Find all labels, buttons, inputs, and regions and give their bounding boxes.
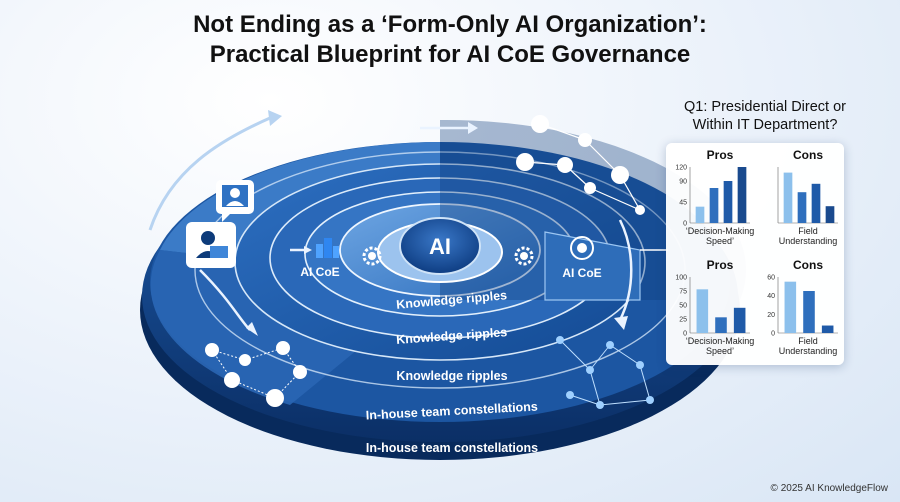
user-laptop-icon — [186, 222, 236, 268]
chart-2-category-line-0: ‘Decision-Making — [686, 336, 755, 346]
ai-core: AI — [377, 217, 503, 283]
chart-2-tick-3: 75 — [679, 289, 687, 296]
chart-3-bar-2 — [821, 325, 834, 333]
chart-3-tick-1: 20 — [767, 312, 775, 319]
core-label: AI — [429, 234, 451, 259]
question-line-1: Q1: Presidential Direct or — [684, 99, 846, 115]
chart-0-category-line-0: ‘Decision-Making — [686, 226, 755, 236]
flow-arrows — [148, 110, 633, 336]
coe-left-label: AI CoE — [300, 265, 339, 279]
coe-right-label: AI CoE — [562, 266, 601, 280]
chart-1-bar-1 — [797, 192, 807, 223]
chart-1-title: Cons — [793, 148, 823, 162]
mini-charts: Pros04590120‘Decision-MakingSpeed’ConsFi… — [675, 148, 838, 356]
chart-0-bar-1 — [709, 188, 719, 223]
chart-2-category-line-1: Speed’ — [706, 346, 734, 356]
network-user-icon — [205, 341, 307, 407]
chart-2-bar-1 — [715, 317, 727, 333]
chart-3-bar-1 — [803, 291, 815, 333]
coe-left: AI CoE — [300, 238, 340, 279]
chart-1-bar-2 — [811, 183, 821, 223]
gear-icon — [362, 246, 382, 266]
chart-1-bar-3 — [825, 206, 835, 223]
chart-2-tick-1: 25 — [679, 317, 687, 324]
gear-icon — [514, 246, 534, 266]
chart-3-bar-0 — [784, 281, 797, 333]
title-line-2: Practical Blueprint for AI CoE Governanc… — [209, 41, 691, 68]
copyright-footer: © 2025 AI KnowledgeFlow — [770, 483, 888, 494]
network-user-icon — [516, 115, 645, 215]
chat-user-icon — [216, 180, 254, 222]
building-icon — [316, 238, 339, 258]
chart-1-bar-0 — [783, 172, 793, 223]
chart-0-tick-0: 0 — [683, 221, 687, 228]
chart-3-title: Cons — [793, 258, 823, 272]
ring-label-3: Knowledge ripples — [396, 369, 507, 383]
brain-icon — [570, 236, 594, 260]
chart-2-bar-0 — [696, 289, 709, 333]
chart-1-category-line-0: Field — [798, 226, 818, 236]
chart-2-tick-4: 100 — [675, 275, 687, 282]
chart-2-bar-2 — [733, 307, 746, 333]
chart-0-bar-2 — [723, 181, 733, 223]
chart-3-category-line-1: Understanding — [779, 346, 838, 356]
chart-0-bar-0 — [695, 206, 705, 223]
page-title: Not Ending as a ‘Form-Only AI Organizati… — [0, 10, 900, 70]
chart-1-category-line-1: Understanding — [779, 236, 838, 246]
title-line-1: Not Ending as a ‘Form-Only AI Organizati… — [193, 11, 707, 38]
chart-0-tick-3: 120 — [675, 165, 687, 172]
chart-0-tick-2: 90 — [679, 179, 687, 186]
chart-3-tick-0: 0 — [771, 331, 775, 338]
chart-2-tick-2: 50 — [679, 303, 687, 310]
coe-right: AI CoE — [544, 231, 641, 301]
chart-3-tick-3: 60 — [767, 275, 775, 282]
chart-0-bar-3 — [737, 167, 747, 223]
ring-label-5: In-house team constellations — [366, 441, 538, 455]
chart-0-title: Pros — [707, 148, 734, 162]
chart-3-tick-2: 40 — [767, 293, 775, 300]
chart-2-title: Pros — [707, 258, 734, 272]
question-line-2: Within IT Department? — [692, 117, 838, 133]
constellation-network — [556, 336, 654, 409]
chart-3-category-line-0: Field — [798, 336, 818, 346]
chart-2-tick-0: 0 — [683, 331, 687, 338]
chart-0-tick-1: 45 — [679, 200, 687, 207]
chart-0-category-line-1: Speed’ — [706, 236, 734, 246]
question-heading: Q1: Presidential Direct or Within IT Dep… — [650, 98, 880, 134]
